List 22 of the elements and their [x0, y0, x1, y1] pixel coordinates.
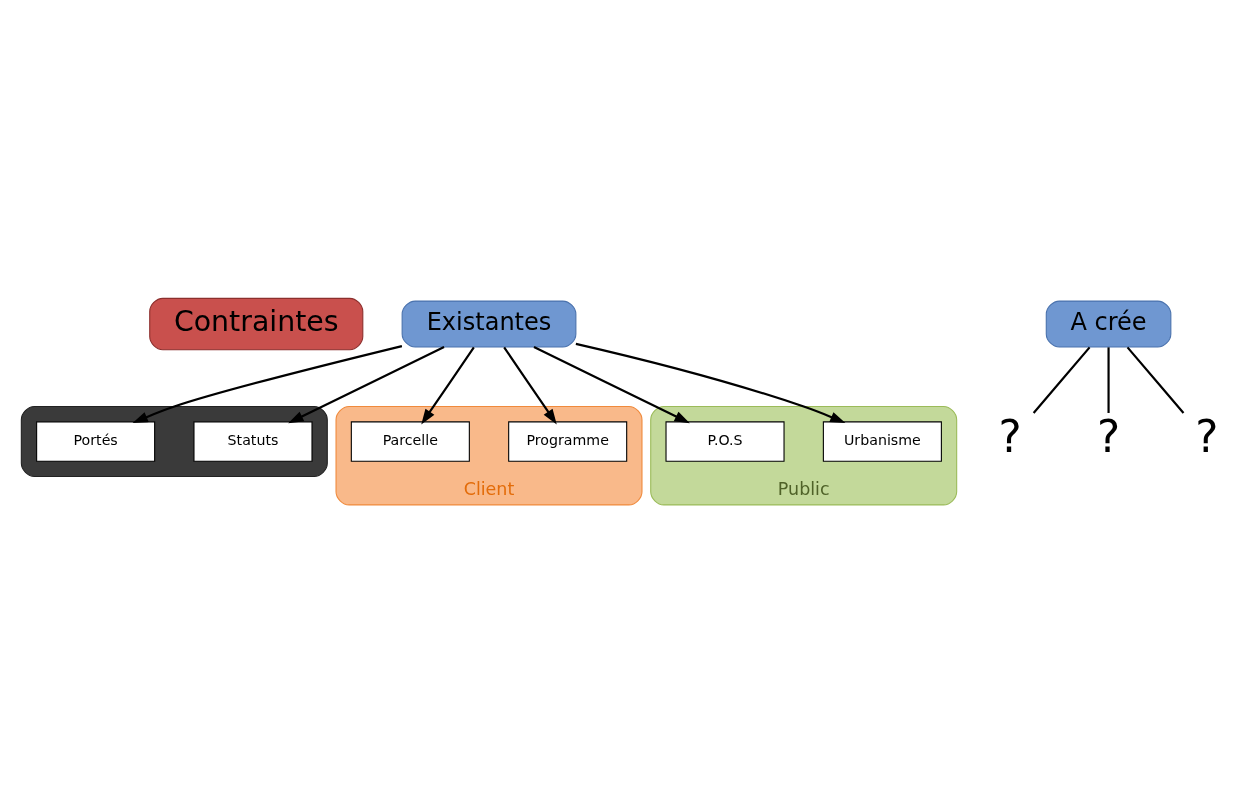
node-box: Contraintes	[149, 297, 364, 351]
node-box: Portés	[36, 421, 156, 462]
arrow	[421, 346, 475, 425]
node-text: ?	[1195, 411, 1219, 463]
node-text: ?	[998, 411, 1022, 463]
node-box: Statuts	[193, 421, 313, 462]
node-box: A crée	[1045, 300, 1172, 348]
arrow	[533, 346, 690, 424]
node-box: Programme	[508, 421, 628, 462]
node-box: Existantes	[401, 300, 577, 348]
arrow	[575, 342, 846, 424]
node-box: Urbanisme	[822, 421, 942, 462]
node-text: ?	[1096, 411, 1121, 463]
cluster	[20, 406, 328, 478]
connector	[1107, 347, 1110, 413]
node-box: P.O.S	[665, 421, 785, 462]
arrow	[288, 346, 445, 424]
arrow	[132, 345, 403, 424]
node-box: Parcelle	[350, 421, 470, 462]
connector	[1032, 346, 1091, 414]
connector	[1126, 346, 1185, 414]
arrow	[503, 346, 557, 425]
